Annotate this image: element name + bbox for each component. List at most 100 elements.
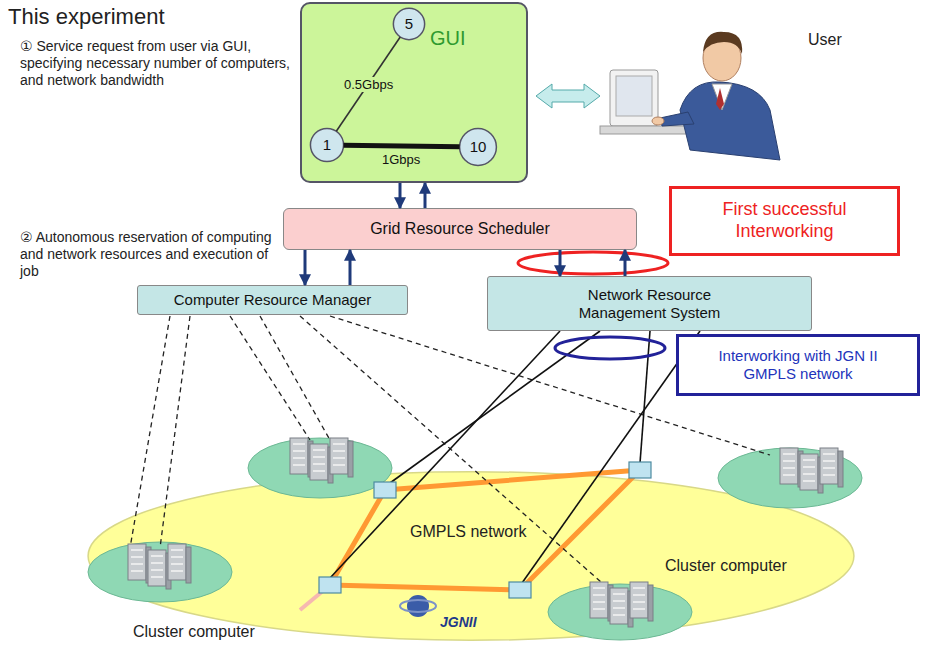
- server-slot: [313, 456, 325, 458]
- server-slot: [593, 608, 605, 610]
- server-slot: [783, 460, 795, 462]
- server-slot: [633, 587, 645, 589]
- server-tower: [780, 448, 798, 484]
- jgn-logo: [400, 595, 436, 617]
- server-slot: [613, 614, 625, 616]
- node-text: GMPLS network: [410, 522, 526, 541]
- server-slot: [823, 467, 835, 469]
- server-tower: [590, 582, 608, 618]
- server-slot: [633, 601, 645, 603]
- node-circle: 5: [392, 7, 426, 41]
- control-arrow: [304, 250, 307, 285]
- server-tower: [610, 588, 628, 624]
- node-text: Grid Resource Scheduler: [370, 219, 550, 238]
- server-slot: [803, 459, 815, 461]
- server-slot: [131, 570, 143, 572]
- server-tower: [310, 444, 328, 480]
- server-tower: [330, 438, 348, 474]
- server-slot: [313, 470, 325, 472]
- cluster-label: Cluster computer: [665, 556, 787, 576]
- server-slot: [633, 608, 645, 610]
- server-slot: [293, 450, 305, 452]
- control-arrow: [559, 250, 562, 276]
- server-slot: [823, 453, 835, 455]
- node-text: Computer Resource Manager: [174, 291, 372, 309]
- callout-box: First successful Interworking: [669, 186, 900, 256]
- node-circle: 1: [309, 127, 345, 163]
- server-tower: [128, 544, 146, 580]
- server-slot: [171, 549, 183, 551]
- user-link-arrow: [536, 84, 600, 108]
- server-tower: [630, 582, 648, 618]
- server-slot: [313, 449, 325, 451]
- gmpls-switches: [319, 462, 651, 598]
- server-slot: [151, 555, 163, 557]
- node-text: Interworking with JGN II GMPLS network: [696, 347, 901, 383]
- cluster-ground: [718, 448, 862, 508]
- node-circle: 10: [458, 127, 498, 167]
- server-slot: [593, 587, 605, 589]
- server-slot: [783, 453, 795, 455]
- node-outline-ellipse: [460, 129, 497, 166]
- server-slot: [803, 466, 815, 468]
- server-slot: [313, 463, 325, 465]
- manager-box: Network Resource Management System: [487, 276, 812, 331]
- node-text: First successful Interworking: [682, 199, 887, 242]
- control-arrow: [349, 250, 352, 285]
- server-slot: [151, 569, 163, 571]
- node-number: 1: [323, 136, 331, 154]
- node-text: GUI: [430, 26, 466, 50]
- server-slot: [333, 464, 345, 466]
- server-slot: [783, 467, 795, 469]
- cluster-ground: [248, 438, 392, 498]
- server-slot: [333, 450, 345, 452]
- server-side: [648, 585, 653, 621]
- server-tower: [148, 550, 166, 586]
- server-tower: [168, 544, 186, 580]
- control-arrow: [424, 183, 427, 208]
- cluster-ground: [88, 542, 232, 602]
- server-slot: [333, 457, 345, 459]
- cluster-ground: [548, 584, 692, 640]
- server-slot: [593, 601, 605, 603]
- network-control-lines: [330, 331, 700, 583]
- node-number: 5: [405, 15, 413, 33]
- server-slot: [613, 600, 625, 602]
- server-slot: [131, 563, 143, 565]
- server-slot: [613, 607, 625, 609]
- server-slot: [593, 594, 605, 596]
- server-racks: [128, 438, 843, 627]
- gmpls-links: [330, 470, 640, 590]
- user-label: User: [808, 30, 842, 50]
- bandwidth-label: 1Gbps: [380, 152, 422, 167]
- server-slot: [151, 562, 163, 564]
- server-slot: [151, 576, 163, 578]
- server-slot: [171, 570, 183, 572]
- server-slot: [131, 549, 143, 551]
- server-slot: [803, 473, 815, 475]
- server-tower: [800, 454, 818, 490]
- callout-box: Interworking with JGN II GMPLS network: [676, 334, 920, 396]
- step-note: ② Autonomous reservation of computing an…: [20, 229, 275, 280]
- server-slot: [293, 457, 305, 459]
- server-slot: [823, 474, 835, 476]
- server-side: [838, 451, 843, 487]
- server-side: [348, 441, 353, 477]
- server-slot: [783, 474, 795, 476]
- user-figure: [600, 32, 780, 160]
- server-slot: [803, 480, 815, 482]
- callout-ring: [518, 252, 668, 274]
- server-side: [186, 547, 191, 583]
- compute-control-lines: [130, 316, 770, 590]
- server-slot: [171, 556, 183, 558]
- callout-ring: [555, 337, 665, 359]
- server-tower: [290, 438, 308, 474]
- node-outline-ellipse: [393, 8, 424, 39]
- scheduler-box: Grid Resource Scheduler: [283, 208, 637, 250]
- diagram-title: This experiment: [8, 4, 165, 31]
- server-slot: [171, 563, 183, 565]
- manager-box: Computer Resource Manager: [137, 285, 408, 315]
- control-arrow: [399, 183, 402, 208]
- server-slot: [613, 593, 625, 595]
